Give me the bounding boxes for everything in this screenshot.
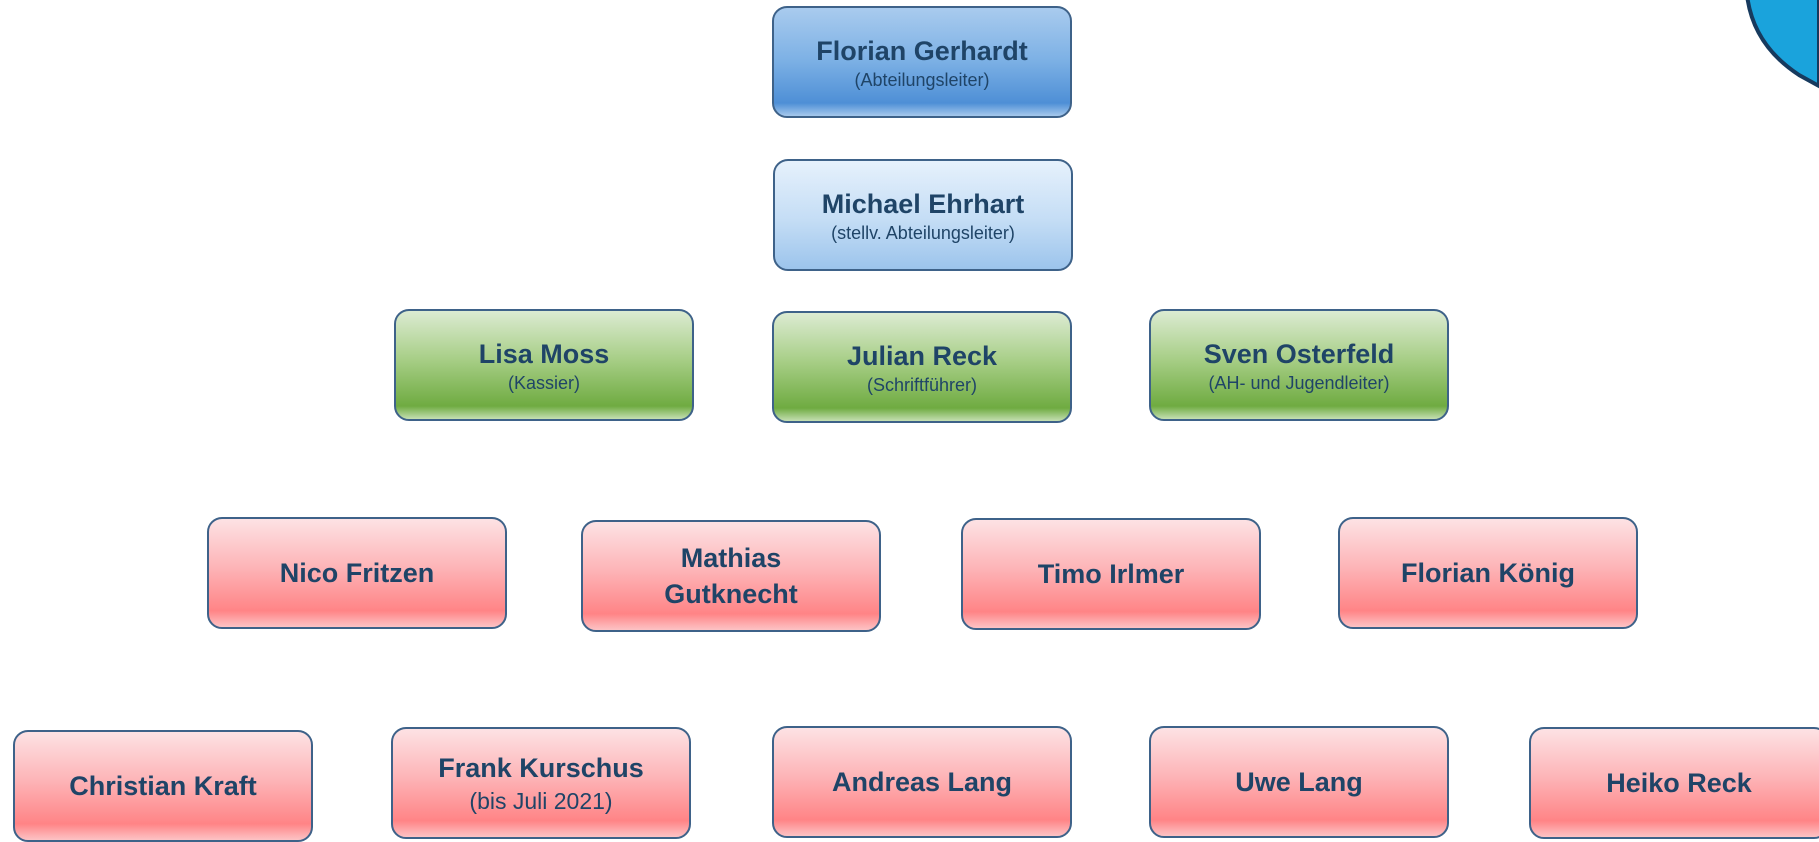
org-box-member: Andreas Lang — [772, 726, 1072, 838]
org-box-member: Florian König — [1338, 517, 1638, 629]
member-name: Michael Ehrhart — [821, 189, 1025, 219]
org-box-ah-jugendleiter: Sven Osterfeld (AH- und Jugendleiter) — [1149, 309, 1449, 421]
org-box-abteilungsleiter: Florian Gerhardt (Abteilungsleiter) — [772, 6, 1072, 118]
member-name: Julian Reck — [846, 341, 998, 371]
member-name: Frank Kurschus — [438, 753, 644, 783]
club-logo-icon — [1745, 0, 1819, 89]
org-box-member: Timo Irlmer — [961, 518, 1261, 630]
member-name: Sven Osterfeld — [1203, 339, 1395, 369]
member-name: Heiko Reck — [1606, 768, 1752, 798]
org-box-schriftfuehrer: Julian Reck (Schriftführer) — [772, 311, 1072, 423]
org-box-stellv-abteilungsleiter: Michael Ehrhart (stellv. Abteilungsleite… — [773, 159, 1073, 271]
member-name: Uwe Lang — [1235, 767, 1363, 797]
member-role: (Schriftführer) — [866, 375, 978, 395]
member-role: (stellv. Abteilungsleiter) — [831, 223, 1015, 243]
org-box-member: Nico Fritzen — [207, 517, 507, 629]
member-name: Florian König — [1401, 558, 1575, 588]
org-box-member: Uwe Lang — [1149, 726, 1449, 838]
member-role: (Abteilungsleiter) — [854, 70, 990, 90]
member-role: (AH- und Jugendleiter) — [1208, 373, 1390, 393]
member-name: Florian Gerhardt — [816, 36, 1028, 66]
member-name: Lisa Moss — [478, 339, 610, 369]
member-name: Timo Irlmer — [1037, 559, 1185, 589]
org-box-member: Mathias Gutknecht — [581, 520, 881, 632]
org-box-kassier: Lisa Moss (Kassier) — [394, 309, 694, 421]
member-name: Andreas Lang — [831, 767, 1013, 797]
org-box-member: Frank Kurschus (bis Juli 2021) — [391, 727, 691, 839]
member-name: Christian Kraft — [69, 771, 257, 801]
member-role: (Kassier) — [507, 373, 580, 393]
org-box-member: Heiko Reck — [1529, 727, 1819, 839]
member-role: (bis Juli 2021) — [469, 788, 613, 814]
member-name: Nico Fritzen — [279, 558, 435, 588]
org-box-member: Christian Kraft — [13, 730, 313, 842]
member-name: Mathias Gutknecht — [664, 543, 798, 609]
